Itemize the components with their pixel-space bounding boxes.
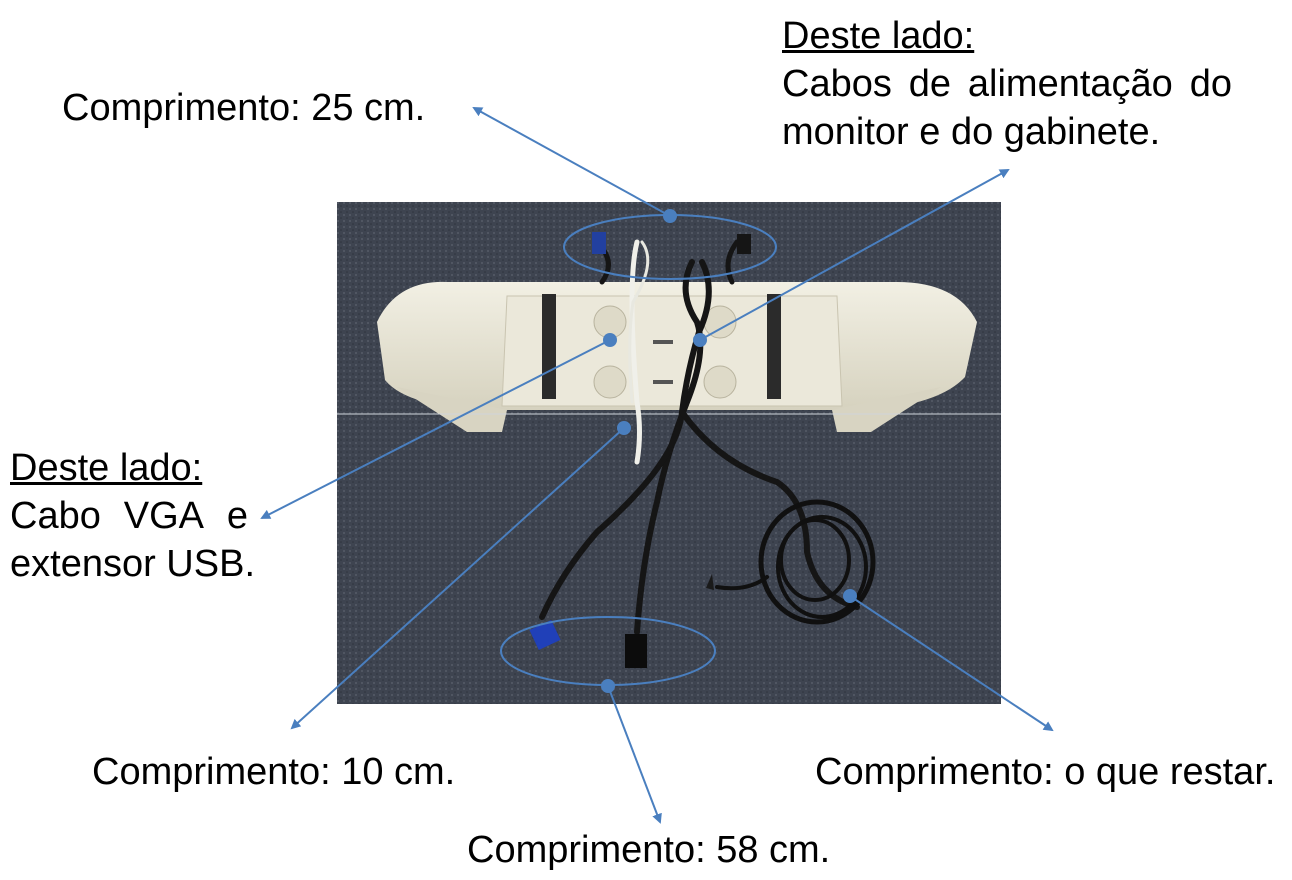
left-side-line1: Cabo VGA e <box>10 492 248 540</box>
word: do <box>1189 63 1232 105</box>
left-side-heading: Deste lado: <box>10 447 203 489</box>
length-25cm-label: Comprimento: 25 cm. <box>62 87 426 129</box>
monitor-stand-photo <box>337 202 1001 704</box>
right-side-line1: Cabos de alimentação do <box>782 60 1232 108</box>
power-connector <box>625 634 647 668</box>
vga-plug-top <box>592 232 606 254</box>
word: Cabos <box>782 63 892 105</box>
arrow-58cm <box>607 685 662 824</box>
right-side-heading: Deste lado: <box>782 15 975 57</box>
word: Cabo <box>10 495 101 537</box>
word: de <box>908 63 952 105</box>
left-side-callout: Deste lado: Cabo VGA e extensor USB. <box>10 444 255 588</box>
power-plug-top <box>737 234 751 254</box>
word: e <box>226 495 248 537</box>
length-remaining-label: Comprimento: o que restar. <box>815 751 1276 793</box>
word: alimentação <box>967 63 1173 105</box>
right-side-callout: Deste lado: Cabos de alimentação do moni… <box>782 12 1232 156</box>
power-plug <box>706 574 714 590</box>
right-side-line2: monitor e do gabinete. <box>782 111 1161 153</box>
length-10cm-label: Comprimento: 10 cm. <box>92 751 456 793</box>
word: VGA <box>123 495 204 537</box>
arrow-25cm <box>472 107 671 217</box>
length-58cm-label: Comprimento: 58 cm. <box>467 829 831 871</box>
stand-base <box>377 281 977 432</box>
left-side-line2: extensor USB. <box>10 543 255 585</box>
